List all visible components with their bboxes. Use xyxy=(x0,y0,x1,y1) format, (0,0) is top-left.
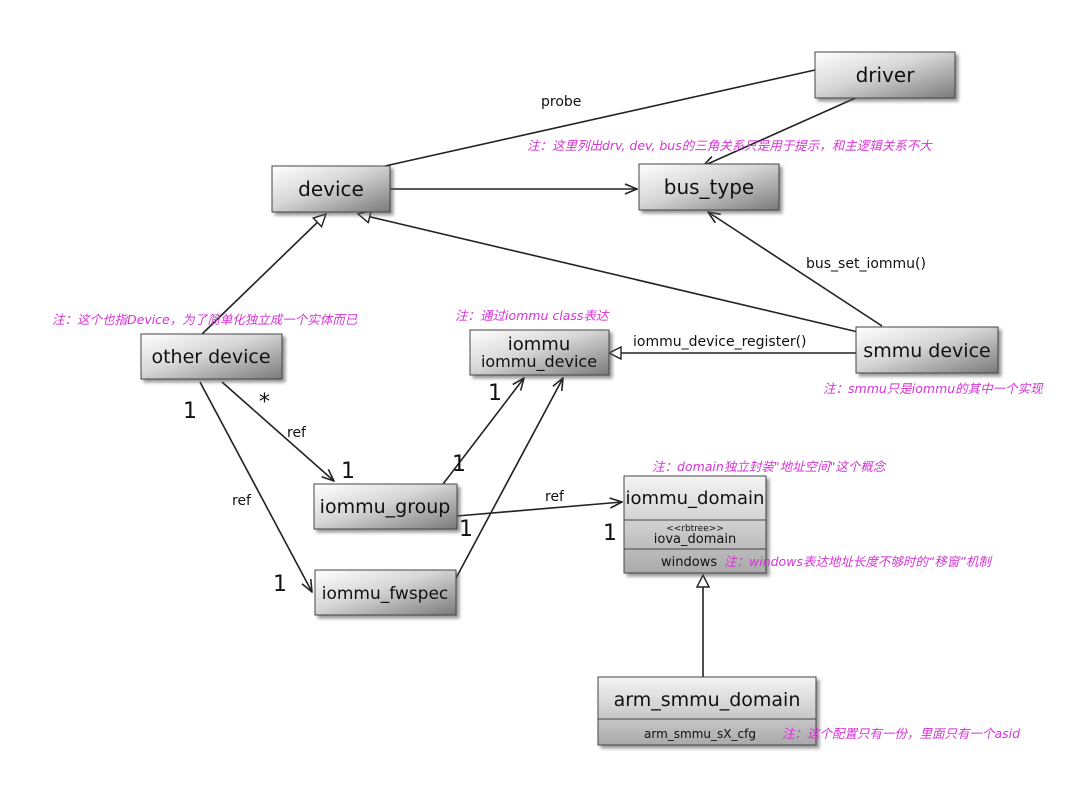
mult-group-domain-1: 1 xyxy=(459,517,473,542)
mult-fwspec-1: 1 xyxy=(273,572,287,597)
class-device: device xyxy=(271,165,391,213)
device-label: device xyxy=(298,177,364,201)
class-smmu-device: smmu device xyxy=(855,326,999,374)
class-iommu: iommu iommu_device xyxy=(469,329,610,376)
iommu-fwspec-box xyxy=(314,569,457,616)
iommu-domain-stereotype: <<rbtree>> xyxy=(666,524,724,534)
iommu-device-register-label: iommu_device_register() xyxy=(633,334,807,350)
multiplicities: 1 * 1 1 1 1 1 1 xyxy=(183,381,617,597)
class-iommu-domain: iommu_domain <<rbtree>> iova_domain wind… xyxy=(623,475,767,574)
note-other-device: 注：这个也指Device，为了简单化独立成一个实体而已 xyxy=(52,312,358,327)
mult-iommu-1: 1 xyxy=(488,381,502,406)
iova-domain-label: iova_domain xyxy=(654,532,736,547)
edge-bus-set-iommu xyxy=(708,212,883,327)
mult-group-to-iommu-1: 1 xyxy=(452,452,466,477)
edge-group-iommu-device xyxy=(439,378,524,489)
mult-domain-1: 1 xyxy=(603,521,617,546)
probe-label: probe xyxy=(541,94,581,110)
edge-other-device-ref-group xyxy=(221,381,334,481)
edge-labels: probe bus_set_iommu() iommu_device_regis… xyxy=(232,94,926,509)
class-bus-type: bus_type xyxy=(638,163,780,211)
note-domain: 注：domain独立封装"地址空间"这个概念 xyxy=(652,459,887,474)
edge-other-device-ref-fwspec xyxy=(199,381,312,592)
note-iommu: 注：通过iommu class表达 xyxy=(455,308,610,323)
bus-set-iommu-label: bus_set_iommu() xyxy=(806,256,926,272)
bus-type-label: bus_type xyxy=(664,175,754,199)
mult-other-device-1: 1 xyxy=(183,399,197,424)
edge-probe xyxy=(384,69,816,167)
edge-other-device-inherits-device xyxy=(199,214,326,337)
note-windows: 注：windows表达地址长度不够时的“移窗”机制 xyxy=(724,554,993,569)
notes: 注：这里列出drv, dev, bus的三角关系只是用于提示，和主逻辑关系不大 … xyxy=(52,138,1044,741)
iommu-label: iommu xyxy=(508,334,571,355)
note-driver: 注：这里列出drv, dev, bus的三角关系只是用于提示，和主逻辑关系不大 xyxy=(527,138,933,153)
edges xyxy=(199,69,883,677)
iommu-group-label: iommu_group xyxy=(320,496,451,518)
smmu-device-box xyxy=(855,326,999,374)
mult-group-1: 1 xyxy=(341,459,355,484)
other-device-label: other device xyxy=(151,346,270,368)
arm-smmu-domain-box xyxy=(597,676,817,746)
iommu-group-box xyxy=(313,483,458,530)
mult-other-device-star: * xyxy=(259,390,270,415)
note-smmu: 注：smmu只是iommu的其中一个实现 xyxy=(823,381,1044,396)
iommu-domain-box xyxy=(623,475,767,574)
device-box xyxy=(271,165,391,213)
windows-label: windows xyxy=(661,555,717,570)
iommu-domain-label: iommu_domain xyxy=(626,488,765,509)
arm-smmu-domain-label: arm_smmu_domain xyxy=(614,689,801,711)
ref-fwspec-label: ref xyxy=(232,493,252,509)
edge-driver-bus-type xyxy=(703,95,861,166)
ref-domain-label: ref xyxy=(545,489,565,505)
iommu-device-label: iommu_device xyxy=(481,352,597,372)
edge-group-ref-domain xyxy=(456,502,622,517)
class-iommu-fwspec: iommu_fwspec xyxy=(314,569,457,616)
edge-fwspec-iommu-device xyxy=(454,378,563,581)
driver-box xyxy=(814,51,956,99)
note-arm-smmu: 注：这个配置只有一份，里面只有一个asid xyxy=(782,726,1020,741)
driver-label: driver xyxy=(856,63,916,87)
other-device-box xyxy=(140,333,283,380)
edge-smmu-device-inherits-device xyxy=(358,214,859,333)
class-iommu-group: iommu_group xyxy=(313,483,458,530)
class-driver: driver xyxy=(814,51,956,99)
class-other-device: other device xyxy=(140,333,283,380)
ref-group-label: ref xyxy=(287,425,307,441)
smmu-device-label: smmu device xyxy=(863,340,990,362)
class-arm-smmu-domain: arm_smmu_domain arm_smmu_sX_cfg xyxy=(597,676,817,746)
iommu-box xyxy=(469,329,610,376)
iommu-fwspec-label: iommu_fwspec xyxy=(322,584,449,604)
arm-smmu-cfg-label: arm_smmu_sX_cfg xyxy=(644,727,756,741)
bus-type-box xyxy=(638,163,780,211)
